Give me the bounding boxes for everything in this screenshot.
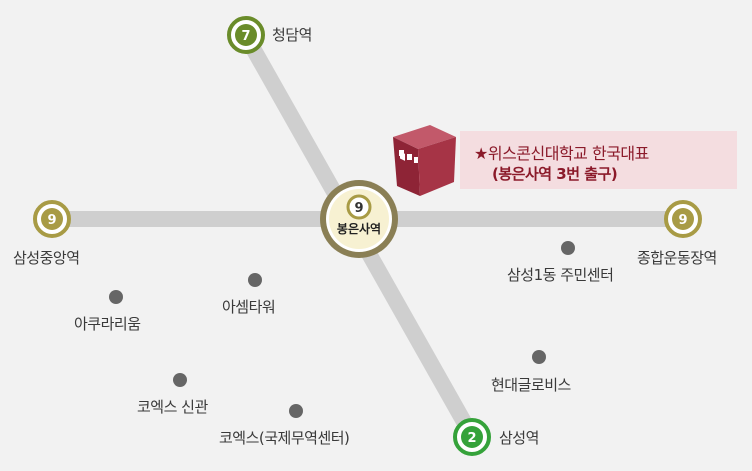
poi-dot-aquarium	[109, 290, 123, 304]
station-marker-west: 9	[33, 200, 71, 238]
station-label-south: 삼성역	[499, 429, 539, 447]
building-icon	[393, 125, 456, 196]
station-label-west: 삼성중앙역	[13, 249, 80, 267]
poi-label-coex-intl: 코엑스(국제무역센터)	[219, 429, 350, 447]
poi-label-samseong1dong: 삼성1동 주민센터	[507, 266, 614, 284]
poi-dot-coex-intl	[289, 404, 303, 418]
poi-label-asem-tower: 아셈타워	[222, 298, 276, 316]
destination-title: ★위스콘신대학교 한국대표	[474, 144, 649, 163]
poi-dot-samseong1dong	[561, 241, 575, 255]
station-marker-south: 2	[453, 418, 491, 456]
poi-label-coex-sinkwan: 코엑스 신관	[137, 398, 208, 416]
station-marker-center: 9 봉은사역	[320, 180, 398, 258]
station-label-north: 청담역	[272, 26, 312, 44]
destination-exit: (봉은사역 3번 출구)	[492, 165, 618, 183]
station-name-center: 봉은사역	[337, 221, 381, 236]
poi-dot-asem-tower	[248, 273, 262, 287]
station-marker-north: 7	[227, 16, 265, 54]
destination-callout: ★위스콘신대학교 한국대표 (봉은사역 3번 출구)	[460, 131, 737, 189]
line-number-east: 9	[678, 213, 687, 228]
line-number-south: 2	[467, 431, 476, 446]
poi-dot-coex-sinkwan	[173, 373, 187, 387]
poi-label-aquarium: 아쿠라리움	[74, 315, 141, 333]
station-marker-east: 9	[664, 200, 702, 238]
line-number-center: 9	[354, 201, 363, 216]
poi-label-hyundai-glovis: 현대글로비스	[491, 376, 571, 394]
poi-dot-hyundai-glovis	[532, 350, 546, 364]
line-number-west: 9	[47, 213, 56, 228]
station-label-east: 종합운동장역	[637, 249, 717, 267]
line-number-north: 7	[241, 29, 250, 44]
